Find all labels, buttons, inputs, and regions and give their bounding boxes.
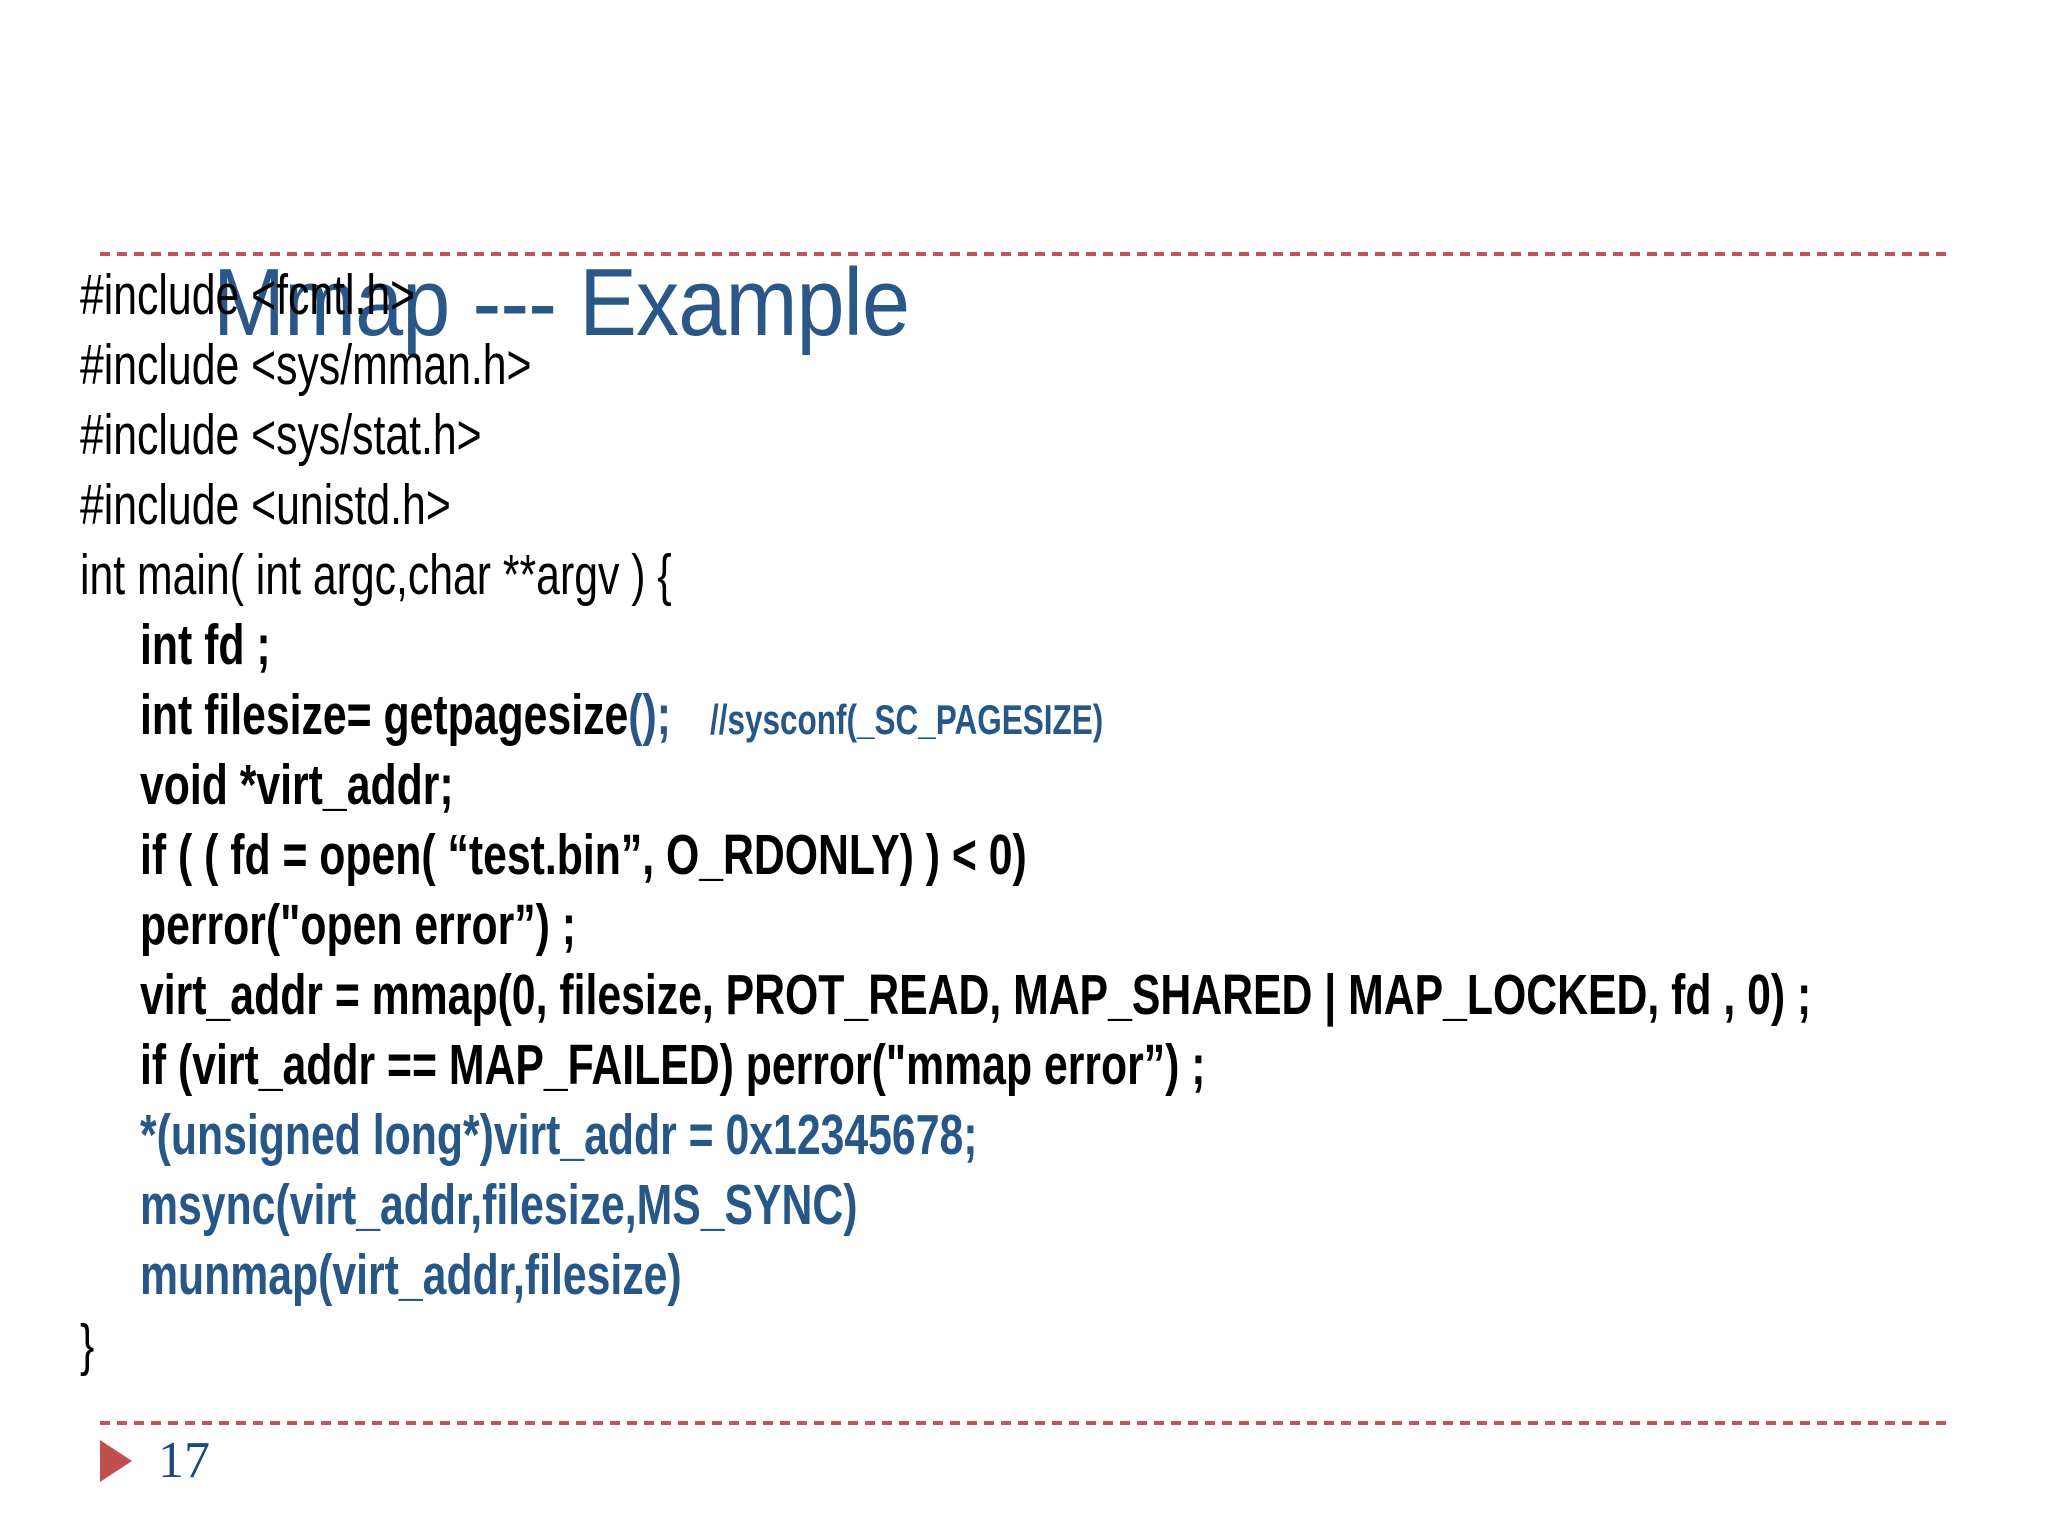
title-divider-dashed-line: [100, 252, 1946, 256]
code-line-text: int main( int argc,char **argv ) {: [80, 540, 672, 610]
code-line: #include <sys/mman.h>: [0, 330, 2048, 400]
code-line: int main( int argc,char **argv ) {: [0, 540, 2048, 610]
code-line: #include <fcntl.h>: [0, 260, 2048, 330]
page-number-triangle-icon: [100, 1440, 132, 1482]
code-line: #include <unistd.h>: [0, 470, 2048, 540]
code-line-text: #include <sys/mman.h>: [80, 330, 531, 400]
code-segment: }: [80, 1313, 95, 1377]
code-line-text: #include <unistd.h>: [80, 470, 451, 540]
page-title: Mmap --- Example: [106, 138, 986, 356]
code-segment: void *virt_addr;: [140, 753, 454, 817]
code-line: }: [0, 1310, 2048, 1380]
code-line-text: *(unsigned long*)virt_addr = 0x12345678;: [140, 1100, 977, 1170]
code-segment: #include <sys/mman.h>: [80, 333, 532, 397]
code-segment: #include <fcntl.h>: [80, 263, 416, 327]
code-line: int fd ;: [0, 610, 2048, 680]
code-line-text: #include <sys/stat.h>: [80, 400, 482, 470]
code-line: #include <sys/stat.h>: [0, 400, 2048, 470]
code-line-text: perror("open error”) ;: [140, 890, 576, 960]
code-line: *(unsigned long*)virt_addr = 0x12345678;: [0, 1100, 2048, 1170]
code-segment: *(unsigned long*)virt_addr = 0x12345678;: [140, 1103, 978, 1167]
code-line: void *virt_addr;: [0, 750, 2048, 820]
code-segment: perror("open error”) ;: [140, 893, 576, 957]
code-line: munmap(virt_addr,filesize): [0, 1240, 2048, 1310]
page-title-text: Mmap --- Example: [212, 249, 910, 356]
code-segment: if ( ( fd = open( “test.bin”, O_RDONLY) …: [140, 823, 1027, 887]
code-line: msync(virt_addr,filesize,MS_SYNC): [0, 1170, 2048, 1240]
code-inline-comment: //sysconf(_SC_PAGESIZE): [709, 696, 1104, 743]
page-number: 17: [158, 1432, 210, 1489]
code-line-text: if ( ( fd = open( “test.bin”, O_RDONLY) …: [140, 820, 1027, 890]
code-line-text: munmap(virt_addr,filesize): [140, 1240, 682, 1310]
code-line-text: msync(virt_addr,filesize,MS_SYNC): [140, 1170, 858, 1240]
code-line-text: int fd ;: [140, 610, 271, 680]
code-segment: int filesize= getpagesize: [140, 683, 629, 747]
code-segment: int main( int argc,char **argv ) {: [80, 543, 672, 607]
code-segment: int fd ;: [140, 613, 271, 677]
code-segment: virt_addr = mmap(0, filesize, PROT_READ,…: [140, 963, 1812, 1027]
code-segment: msync(virt_addr,filesize,MS_SYNC): [140, 1173, 858, 1237]
code-line-text: if (virt_addr == MAP_FAILED) perror("mma…: [140, 1030, 1205, 1100]
code-line: int filesize= getpagesize(); //sysconf(_S…: [0, 680, 2048, 750]
code-line-text: #include <fcntl.h>: [80, 260, 415, 330]
code-segment: if (virt_addr == MAP_FAILED) perror("mma…: [140, 1033, 1206, 1097]
code-segment: #include <sys/stat.h>: [80, 403, 482, 467]
code-line-text: }: [80, 1310, 94, 1380]
code-block: #include <fcntl.h>#include <sys/mman.h>#…: [0, 260, 2048, 1380]
footer-divider-dashed-line: [100, 1421, 1950, 1425]
code-line-text: void *virt_addr;: [140, 750, 454, 820]
code-line: if (virt_addr == MAP_FAILED) perror("mma…: [0, 1030, 2048, 1100]
code-line: if ( ( fd = open( “test.bin”, O_RDONLY) …: [0, 820, 2048, 890]
code-segment: ();: [628, 683, 671, 747]
code-line-text: int filesize= getpagesize(); //sysconf(_S…: [140, 680, 1103, 755]
code-line: virt_addr = mmap(0, filesize, PROT_READ,…: [0, 960, 2048, 1030]
code-line: perror("open error”) ;: [0, 890, 2048, 960]
code-line-text: virt_addr = mmap(0, filesize, PROT_READ,…: [140, 960, 1811, 1030]
code-segment: munmap(virt_addr,filesize): [140, 1243, 682, 1307]
code-segment: #include <unistd.h>: [80, 473, 451, 537]
